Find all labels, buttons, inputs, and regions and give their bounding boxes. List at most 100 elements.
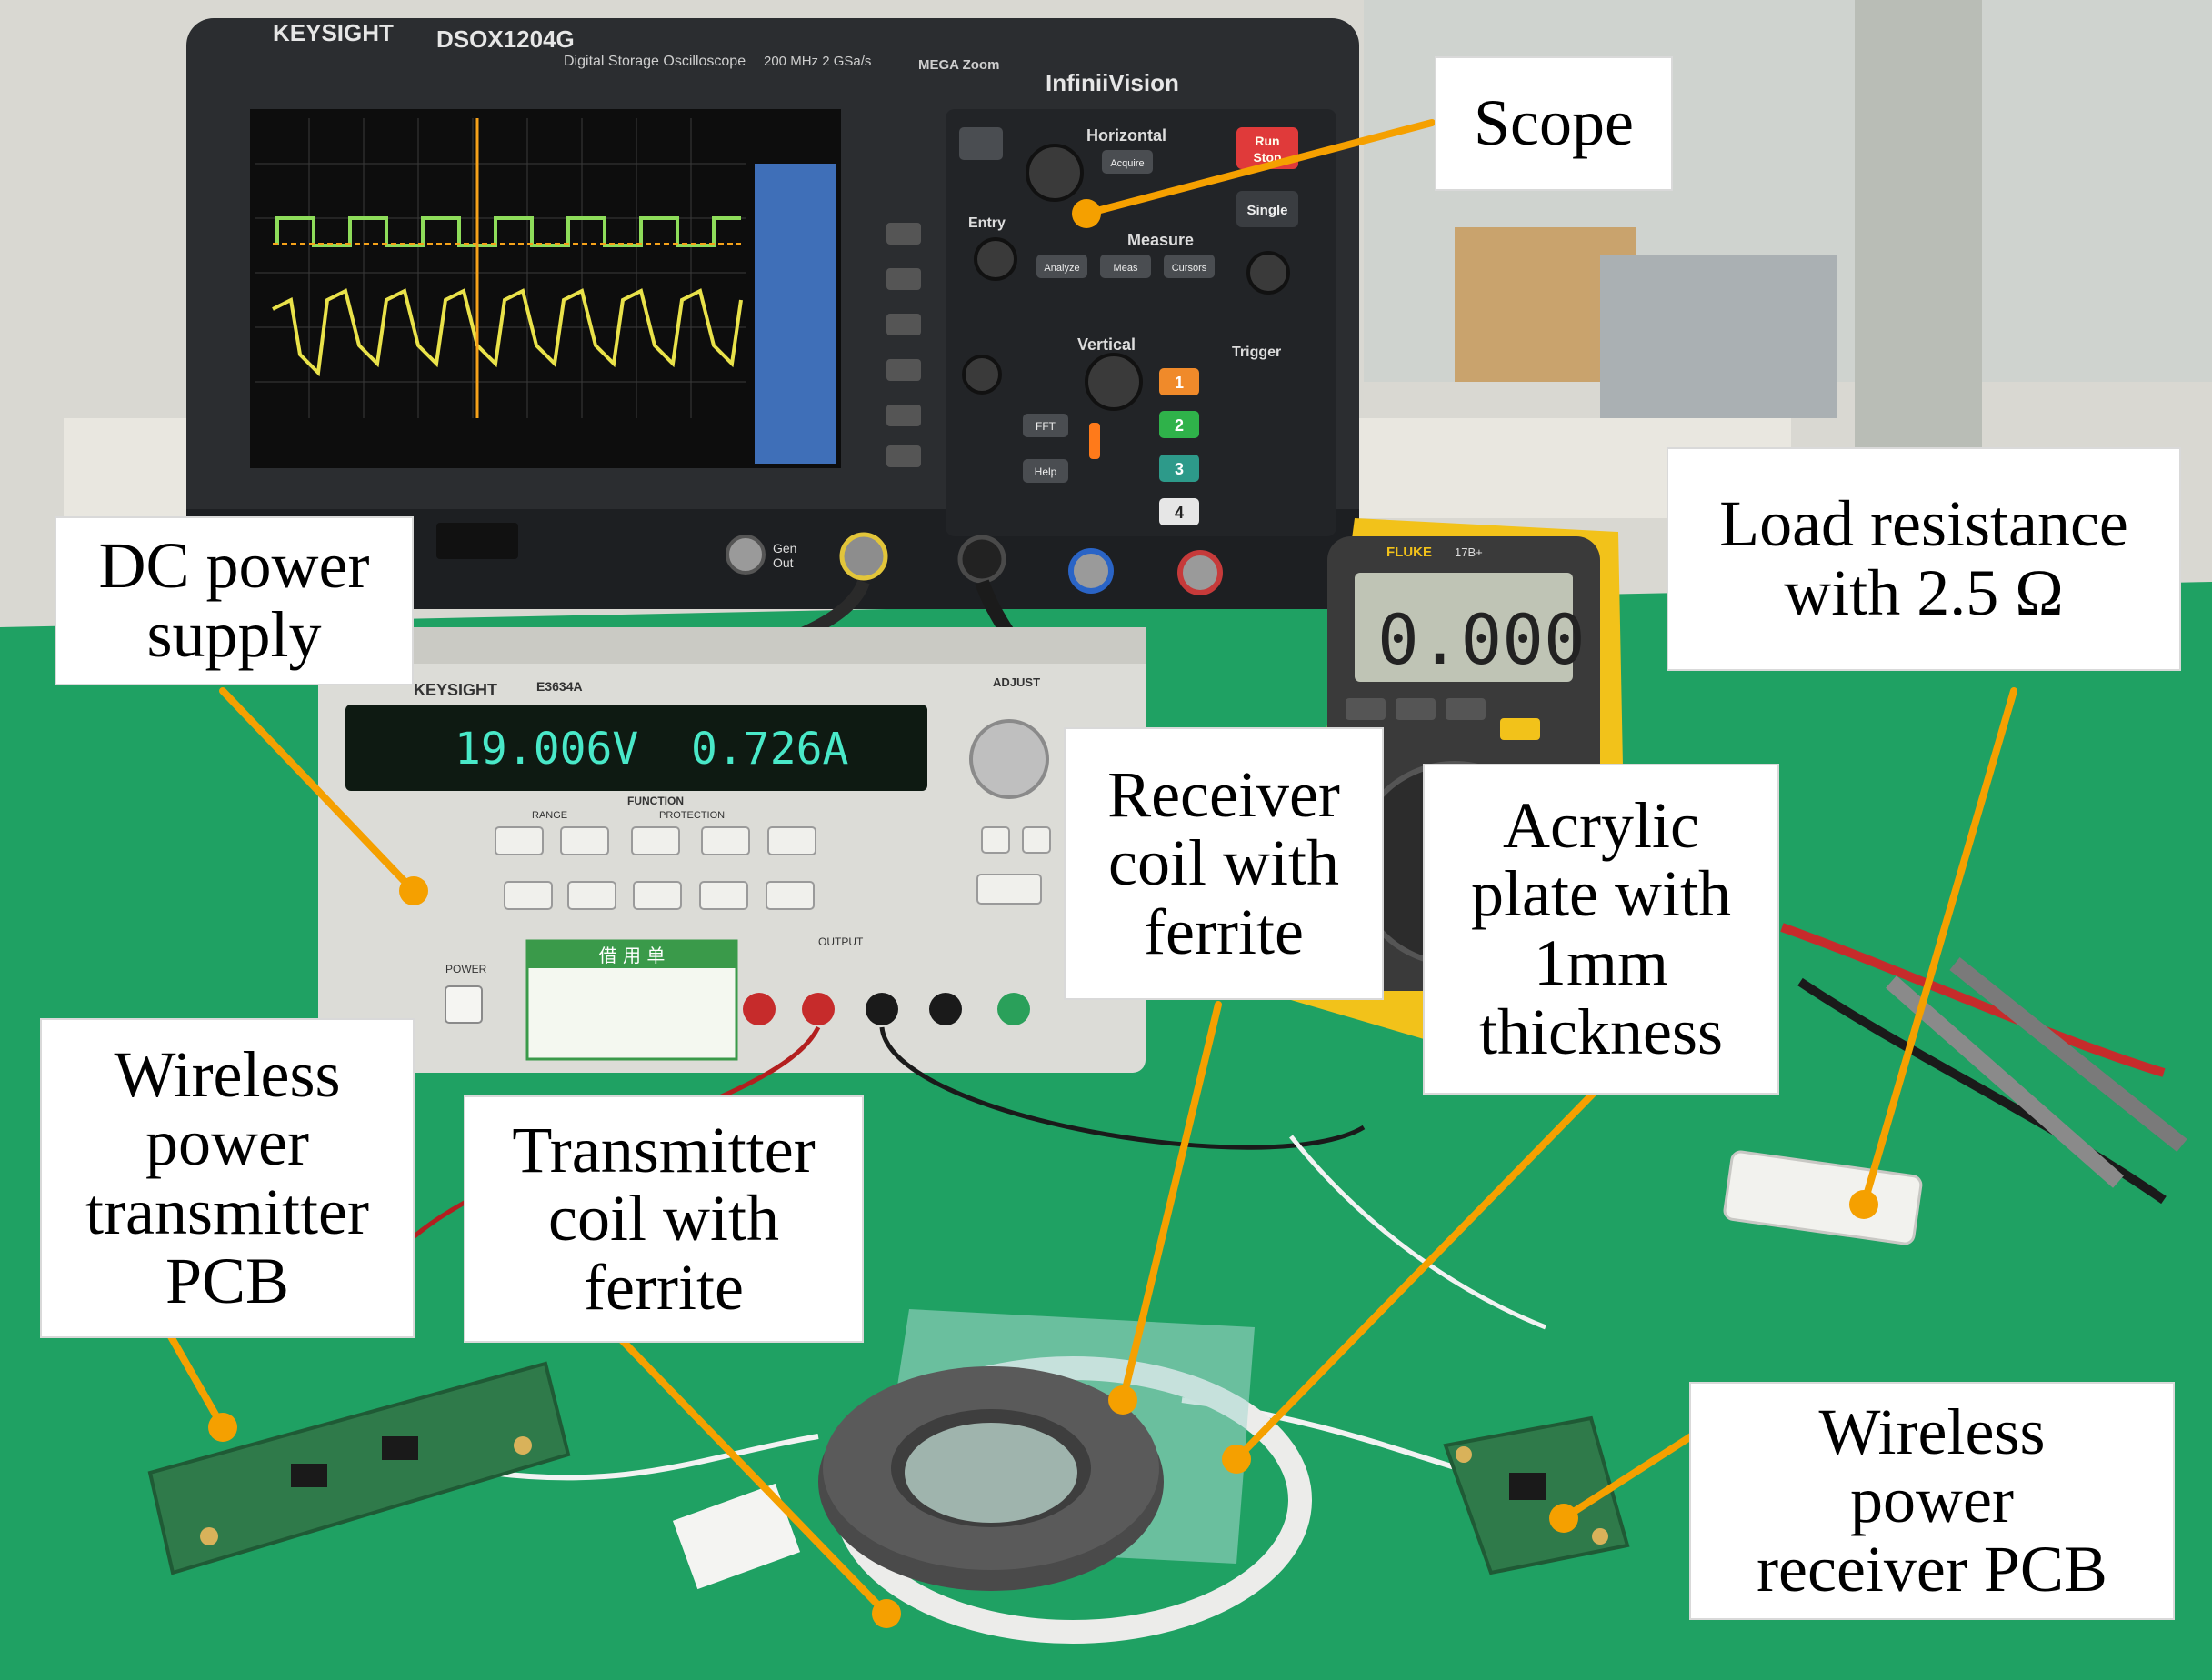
psu-io-config-button[interactable] (699, 881, 748, 910)
psu-function-label: FUNCTION (627, 795, 684, 807)
psu-ovp-button[interactable] (631, 826, 680, 855)
label-tx-pcb: Wireless power transmitter PCB (40, 1018, 415, 1338)
psu-adjust-label: ADJUST (993, 675, 1040, 689)
rx-pcb (1443, 1415, 1630, 1575)
label-tx-coil-text: Transmitter coil with ferrite (512, 1113, 816, 1324)
dmm-hold-button[interactable] (1346, 698, 1386, 720)
scope-help-label: Help (1035, 465, 1057, 478)
label-tx-pcb-text: Wireless power transmitter PCB (85, 1037, 369, 1317)
scope-trace-yellow (272, 288, 743, 377)
scope-brand-text: KEYSIGHT (273, 19, 394, 46)
scope-ch1-led (1089, 423, 1100, 459)
scope-type-text: Digital Storage Oscilloscope (564, 54, 746, 69)
scope-meas-button[interactable] (1100, 255, 1151, 278)
scope-acquire-button[interactable] (1102, 150, 1153, 174)
scope-cursors-button[interactable] (1164, 255, 1215, 278)
leader-tx-coil (615, 1333, 890, 1617)
psu-store-button[interactable] (567, 881, 616, 910)
scope-analyze-button[interactable] (1036, 255, 1087, 278)
dmm-brand-text: FLUKE (1386, 545, 1432, 560)
red-test-lead (1780, 923, 2166, 1077)
annotation-markers (208, 199, 1878, 1628)
scope-softkeys (886, 223, 921, 467)
scope-measure-label: Measure (1127, 231, 1194, 249)
scope-entry-knob[interactable] (974, 237, 1017, 281)
scope-ch2-button[interactable] (1159, 411, 1199, 438)
psu-voltage-current-button[interactable] (976, 874, 1042, 905)
tx-pcb (147, 1361, 571, 1575)
scope-ch1-button[interactable] (1159, 368, 1199, 395)
psu-terminal-plus25 (802, 993, 835, 1025)
label-dc-power-supply: DC power supply (55, 516, 414, 685)
psu-ocp-button[interactable] (701, 826, 750, 855)
psu-button-row-1 (495, 826, 816, 855)
scope-vertical-scale-knob[interactable] (1085, 353, 1143, 411)
scope-ch1-label: 1 (1175, 374, 1184, 392)
black-test-lead (1797, 977, 2167, 1205)
scope-single-label: Single (1246, 203, 1287, 218)
dmm-rel-button[interactable] (1446, 698, 1486, 720)
scope-help-button[interactable] (1023, 459, 1068, 483)
annotation-leader-lines (165, 119, 2017, 1617)
scope-ch3-button[interactable] (1159, 455, 1199, 482)
gray-probe-1 (1886, 975, 2124, 1188)
psu-arrow-left-button[interactable] (981, 826, 1010, 854)
dc-power-supply: KEYSIGHT E3634A 19.006V 0.726A ADJUST FU… (318, 627, 1146, 1073)
label-acrylic-plate: Acrylic plate with 1mm thickness (1423, 764, 1779, 1095)
psu-display-limit-button[interactable] (767, 826, 816, 855)
marker-acrylic (1222, 1445, 1251, 1474)
leader-dc-power (219, 687, 417, 895)
psu-range-25v-button[interactable] (495, 826, 544, 855)
scope-megazoom-text: MEGA Zoom (918, 57, 999, 73)
psu-recall-button[interactable] (504, 881, 553, 910)
label-scope-text: Scope (1474, 86, 1634, 160)
scope-ch2-connector (957, 535, 1006, 584)
label-tx-coil: Transmitter coil with ferrite (464, 1095, 864, 1343)
psu-arrow-right-button[interactable] (1022, 826, 1051, 854)
scope-fft-button[interactable] (1023, 414, 1068, 437)
psu-range-label: RANGE (532, 810, 567, 821)
scope-gen-out-label: Gen (773, 541, 796, 555)
label-receiver-coil-text: Receiver coil with ferrite (1107, 757, 1340, 968)
scope-ch3-label: 3 (1175, 460, 1184, 478)
dmm-range-button[interactable] (1396, 698, 1436, 720)
psu-display (345, 705, 927, 791)
scope-single-button[interactable] (1236, 191, 1298, 227)
scope-cursor-knob[interactable] (1246, 251, 1290, 295)
scope-ch1-connector (839, 532, 888, 581)
psu-adjust-knob[interactable] (969, 719, 1049, 799)
psu-range-50v-button[interactable] (560, 826, 609, 855)
marker-rx-pcb (1549, 1504, 1578, 1533)
dmm-reading: 0.000 (1377, 599, 1586, 680)
rx-coil-ferrite (818, 1366, 1164, 1591)
scope-acquire-label: Acquire (1110, 158, 1144, 169)
psu-error-button[interactable] (633, 881, 682, 910)
leader-tx-pcb (165, 1328, 226, 1431)
dmm-lcd (1355, 573, 1573, 682)
scope-vertical-pos-knob[interactable] (962, 355, 1002, 395)
white-wire-rx-2 (1289, 1135, 1546, 1330)
leader-receiver-coil (1119, 1001, 1222, 1404)
dmm-yellow-button[interactable] (1500, 718, 1540, 740)
scope-horizontal-knob[interactable] (1026, 144, 1084, 202)
gray-probe-2 (1949, 956, 2187, 1153)
label-receiver-coil: Receiver coil with ferrite (1064, 727, 1384, 1000)
marker-receiver-coil (1108, 1385, 1137, 1415)
scope-gen-out-connector (726, 535, 766, 575)
scope-ch4-button[interactable] (1159, 498, 1199, 525)
label-load-resistance: Load resistance with 2.5 Ω (1667, 447, 2181, 671)
back-equipment (1600, 255, 1837, 418)
label-load-resistance-text: Load resistance with 2.5 Ω (1719, 487, 2128, 629)
leader-scope (1083, 119, 1436, 217)
scope-entry-label: Entry (968, 215, 1006, 231)
leader-load (1860, 687, 2017, 1208)
scope-side-menu (755, 164, 836, 464)
psu-terminal-com (866, 993, 898, 1025)
psu-terminal-minus (929, 993, 962, 1025)
scope-autoscale-button[interactable] (959, 127, 1003, 160)
marker-scope (1072, 199, 1101, 228)
scope-ch4-connector (1177, 550, 1223, 595)
psu-power-switch[interactable] (445, 985, 483, 1024)
psu-output-onoff-button[interactable] (766, 881, 815, 910)
